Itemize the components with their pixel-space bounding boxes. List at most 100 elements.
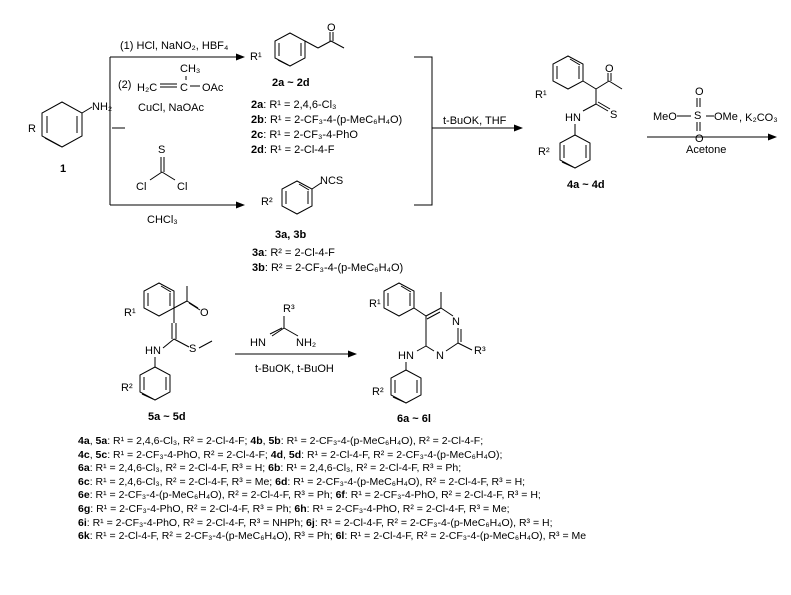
note-line: 6a : R¹ = 2,4,6-Cl₃, R² = 2-Cl-4-F, R³ = … — [78, 462, 783, 475]
step4-arrow-head — [768, 133, 777, 141]
note-text: : R¹ = 2,4,6-Cl₃, R² = 2-Cl-4-F, R³ = Ph… — [280, 462, 462, 475]
note-text: : R¹ = 2-CF₃-4-PhO, R² = 2-Cl-4-F; — [107, 448, 271, 461]
note-text: : R¹ = 2,4,6-Cl₃, R² = 2-Cl-4-F, R³ = Me… — [89, 475, 276, 488]
compound-3-substituents: 3a: R² = 2-Cl-4-F 3b: R² = 2-CF₃-4-(p-Me… — [252, 247, 403, 274]
compound-4-r1-label: R¹ — [535, 89, 547, 101]
note-compound-id: 6d — [275, 475, 288, 488]
compound-6-r2-label: R² — [372, 386, 384, 398]
compound-5-s-label: S — [189, 343, 196, 355]
note-compound-id: 6j — [306, 516, 315, 529]
note-line: 4c, 5c: R¹ = 2-CF₃-4-PhO, R² = 2-Cl-4-F;… — [78, 449, 783, 462]
note-text: : R¹ = 2-Cl-4-F, R² = 2-CF₃-4-(p-MeC₆H₄O… — [301, 448, 503, 461]
note-compound-id: 6b — [268, 462, 281, 475]
compound-5-id: 5a ~ 5d — [148, 411, 186, 423]
note-compound-id: 4d — [270, 448, 284, 461]
compound-1-structure: R NH₂ 1 — [28, 101, 112, 175]
note-text: : R¹ = 2-Cl-4-F, R² = 2-CF₃-4-(p-MeC₆H₄O… — [89, 530, 336, 543]
step2-oac: OAc — [202, 82, 224, 94]
combine-bracket — [414, 56, 433, 206]
step2-c: C — [180, 82, 188, 94]
note-compound-id: 4b — [250, 435, 263, 447]
dms-o-top: O — [695, 86, 704, 98]
dms-o-bottom: O — [695, 133, 704, 145]
amidine-nh2: NH₂ — [296, 337, 316, 349]
compound-4-ch-bond — [582, 80, 597, 90]
step2-label: (2) — [118, 79, 131, 91]
compound-2-ch2-bond — [304, 40, 319, 49]
top-arrow-head — [236, 53, 245, 61]
note-compound-id: 5d — [288, 448, 302, 461]
compound-4-ring-top — [552, 55, 584, 90]
note-text: : R¹ = 2-CF₃-4-PhO, R² = 2-Cl-4-F, R³ = … — [306, 502, 510, 515]
step3-arrow-head — [514, 124, 523, 132]
note-text: : R¹ = 2-CF₃-4-(p-MeC₆H₄O), R² = 2-Cl-4-… — [287, 475, 526, 488]
compound-5-ring-bottom — [139, 366, 171, 401]
compound-6-id: 6a ~ 6l — [397, 413, 431, 425]
step2-ch3: CH₃ — [180, 63, 200, 75]
dms-ome: OMe — [714, 111, 738, 123]
thiophosgene-cl-left: Cl — [136, 181, 146, 193]
note-compound-id: 6a — [78, 462, 90, 475]
compound-6-r1-label: R¹ — [369, 298, 381, 310]
note-line: 4a, 5a: R¹ = 2,4,6-Cl₃, R² = 2-Cl-4-F; 4… — [78, 435, 783, 448]
compound-5-r1-label: R¹ — [124, 307, 136, 319]
compound-1-ring — [41, 101, 83, 148]
step-bottom-conditions: CHCl₃ — [147, 214, 178, 226]
note-compound-id: 5b — [268, 435, 281, 447]
note-text: , — [283, 448, 289, 461]
step3-conditions: t-BuOK, THF — [443, 115, 507, 127]
note-text: : R¹ = 2-Cl-4-F, R² = 2-CF₃-4-(p-MeC₆H₄O… — [344, 530, 587, 543]
note-line: 6g: R¹ = 2-CF₃-4-PhO, R² = 2-Cl-4-F, R³ … — [78, 503, 783, 516]
compound-6-n-bottom: N — [436, 350, 444, 362]
compound-6-r3-label: R³ — [474, 345, 486, 357]
note-text: , — [262, 435, 269, 447]
note-compound-id: 4c — [78, 448, 90, 461]
compound-5-structure: R¹ O S HN R² 5a ~ 5d — [121, 282, 213, 423]
note-text: , — [89, 448, 96, 461]
note-compound-id: 6l — [335, 530, 345, 543]
compound-2-substituents: 2a: R¹ = 2,4,6-Cl₃ 2b: R¹ = 2-CF₃-4-(p-M… — [251, 99, 402, 156]
dms-meo: MeO — [653, 111, 677, 123]
note-compound-id: 6e — [78, 489, 90, 502]
note-text: : R¹ = 2,4,6-Cl₃, R² = 2-Cl-4-F; — [107, 435, 251, 447]
compound-6-hn-label: HN — [398, 350, 414, 362]
compound-1-id: 1 — [60, 163, 66, 175]
dms-s: S — [694, 110, 701, 122]
compound-4-structure: R¹ O S HN R² 4a ~ 4d — [535, 55, 623, 191]
note-compound-id: 5a — [95, 435, 108, 447]
note-compound-id: 6k — [78, 530, 90, 543]
note-text: : R¹ = 2-Cl-4-F, R² = 2-CF₃-4-(p-MeC₆H₄O… — [314, 516, 553, 529]
amidine-reagent: R³ HN NH₂ — [250, 303, 316, 349]
step2-conditions: CuCl, NaOAc — [138, 102, 205, 114]
compound-1-nh2-label: NH₂ — [92, 101, 112, 113]
compound-2-id: 2a ~ 2d — [272, 77, 310, 89]
compound-4-id: 4a ~ 4d — [567, 179, 605, 191]
substituent-notes: 4a, 5a: R¹ = 2,4,6-Cl₃, R² = 2-Cl-4-F; 4… — [78, 435, 783, 544]
compound-3-structure: NCS R² 3a, 3b — [261, 175, 343, 241]
step1-reagents: (1) HCl, NaNO₂, HBF₄ — [120, 40, 229, 52]
step5-arrow-head — [348, 350, 357, 358]
compound-2c-sub: 2c: R¹ = 2-CF₃-4-PhO — [251, 129, 358, 141]
note-compound-id: 6h — [294, 502, 307, 515]
amidine-hn: HN — [250, 337, 266, 349]
compound-4-s-label: S — [610, 109, 617, 121]
compound-3-ncs-bond — [311, 182, 322, 190]
note-line: 6i: R¹ = 2-CF₃-4-PhO, R² = 2-Cl-4-F, R³ … — [78, 517, 783, 530]
compound-6-structure: R¹ N R³ N HN R² 6a ~ 6l — [369, 282, 486, 425]
compound-3-r-label: R² — [261, 196, 273, 208]
note-compound-id: 6i — [78, 516, 87, 529]
step5-conditions: t-BuOK, t-BuOH — [255, 363, 334, 375]
note-text: : R¹ = 2-CF₃-4-PhO, R² = 2-Cl-4-F, R³ = … — [90, 502, 295, 515]
note-line: 6e: R¹ = 2-CF₃-4-(p-MeC₆H₄O), R² = 2-Cl-… — [78, 489, 783, 502]
amidine-r3: R³ — [283, 303, 295, 315]
compound-4-o-label: O — [605, 63, 614, 75]
note-text: : R¹ = 2-CF₃-4-PhO, R² = 2-Cl-4-F, R³ = … — [86, 516, 307, 529]
bottom-arrow-head — [236, 201, 245, 209]
note-compound-id: 4a — [78, 435, 90, 447]
compound-2b-sub: 2b: R¹ = 2-CF₃-4-(p-MeC₆H₄O) — [251, 114, 402, 126]
note-compound-id: 5c — [95, 448, 108, 461]
note-line: 6c: R¹ = 2,4,6-Cl₃, R² = 2-Cl-4-F, R³ = … — [78, 476, 783, 489]
compound-2-r-label: R¹ — [250, 51, 262, 63]
step4-base: , K₂CO₃ — [739, 112, 778, 124]
compound-6-ring-bottom — [390, 369, 422, 404]
